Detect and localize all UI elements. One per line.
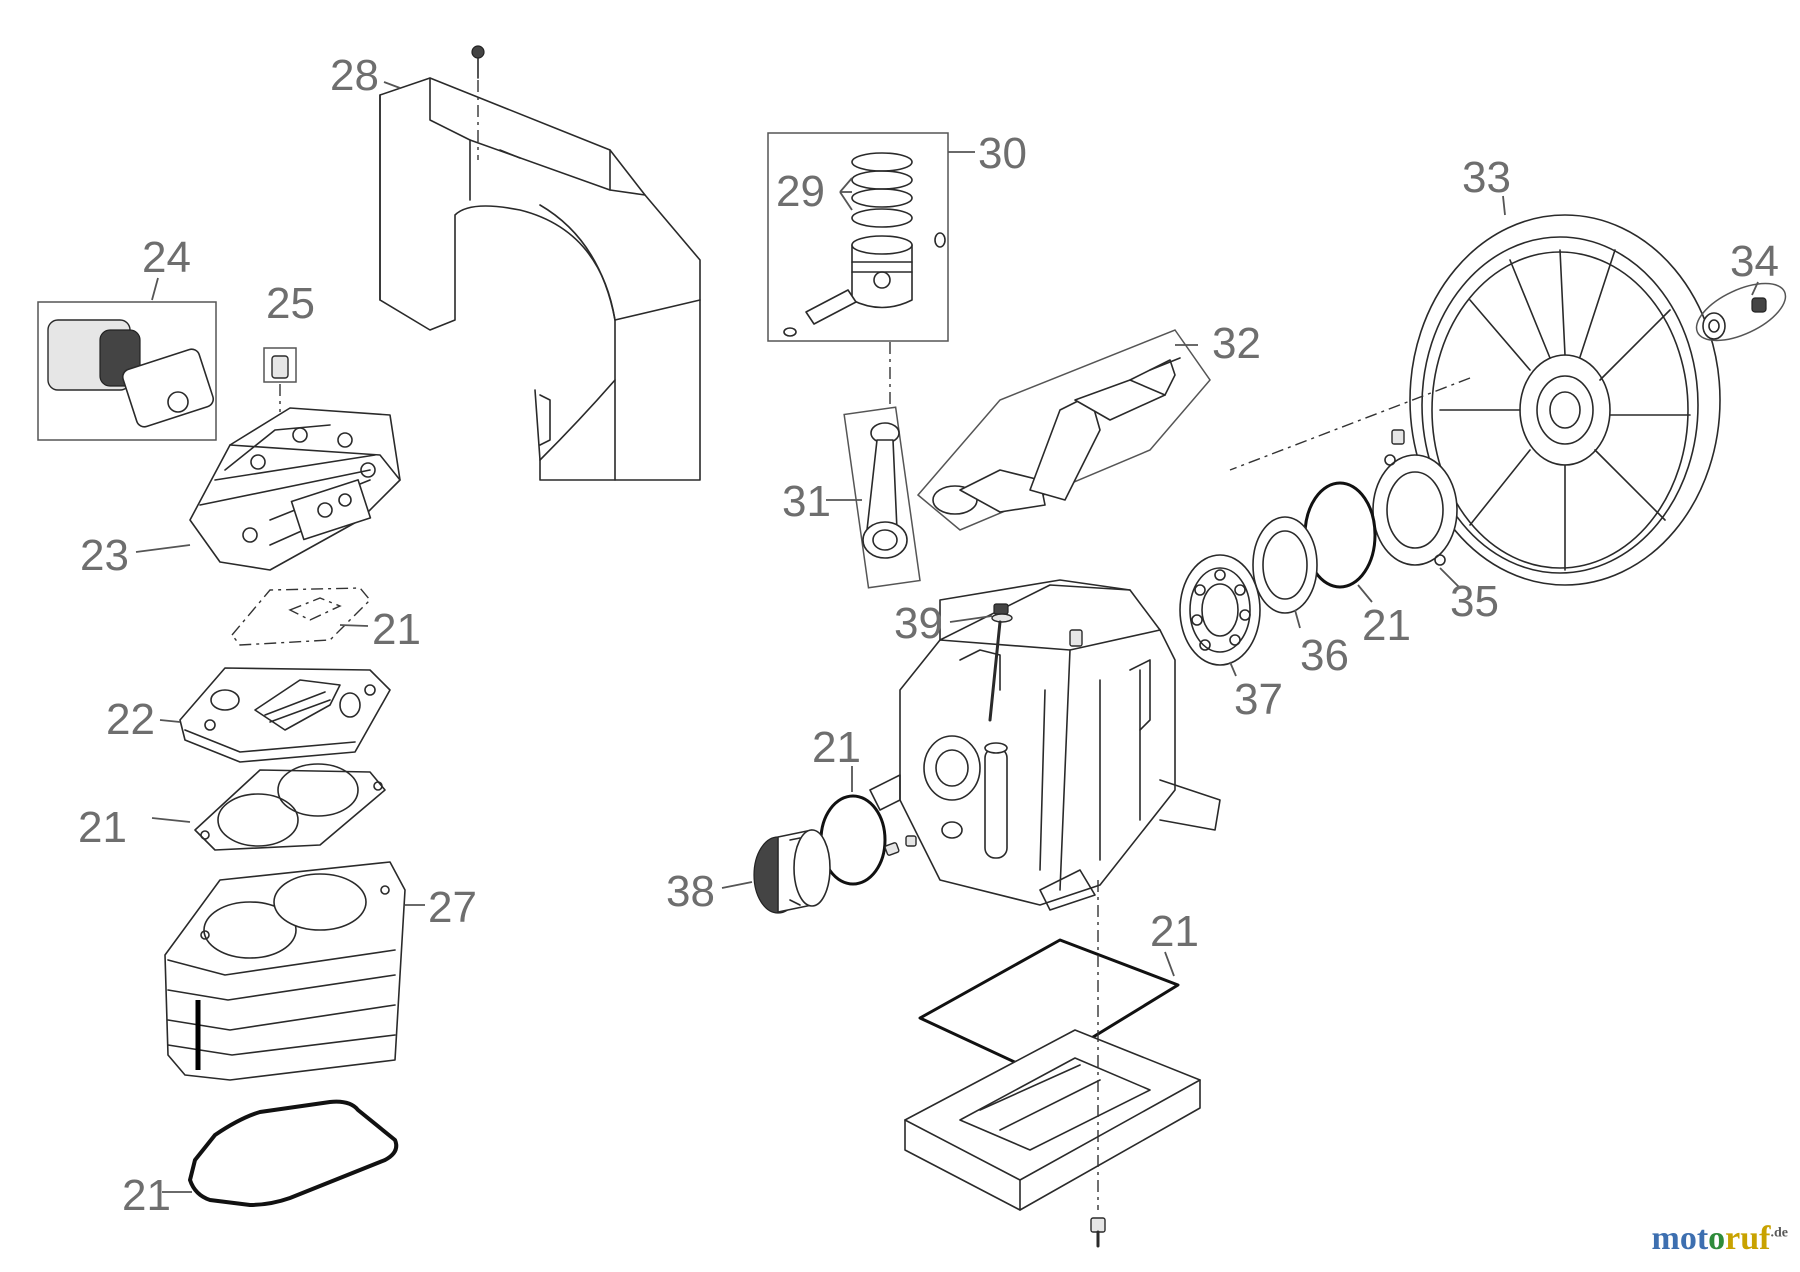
label-39: 39 [894, 599, 943, 648]
gasket-part-21b [194, 763, 386, 851]
drain-bolt [1090, 880, 1106, 1248]
label-22: 22 [106, 695, 155, 744]
crankshaft-part-32 [916, 329, 1211, 531]
piston-assembly-part-30 [767, 132, 949, 342]
label-28: 28 [330, 51, 379, 100]
screw-part-28 [471, 45, 485, 160]
label-33: 33 [1462, 153, 1511, 202]
small-screws [884, 629, 1083, 856]
label-35: 35 [1450, 577, 1499, 626]
label-31: 31 [782, 477, 831, 526]
oil-cap-part-38 [753, 829, 831, 914]
motoruf-watermark: motoruf.de [1651, 1220, 1788, 1257]
washer-bolt-part-34 [1695, 282, 1787, 342]
label-29: 29 [776, 167, 825, 216]
cylinder-head-part-23 [189, 407, 401, 571]
label-21b: 21 [78, 803, 127, 852]
label-21f: 21 [1150, 907, 1199, 956]
label-38: 38 [666, 867, 715, 916]
air-filter-part-24 [37, 301, 217, 441]
label-36: 36 [1300, 631, 1349, 680]
label-21c: 21 [122, 1171, 171, 1220]
label-21e: 21 [812, 723, 861, 772]
valve-plate-part-22 [179, 667, 391, 763]
gasket-part-21c [188, 1099, 399, 1207]
base-cover-plate [904, 1029, 1201, 1211]
crankcase [869, 579, 1221, 911]
label-30: 30 [978, 129, 1027, 178]
bearing-cover-part-35 [1372, 429, 1458, 566]
label-34: 34 [1730, 237, 1779, 286]
seal-part-36 [1252, 516, 1318, 614]
gasket-part-21f [918, 938, 1180, 1074]
label-24: 24 [142, 233, 191, 282]
label-32: 32 [1212, 319, 1261, 368]
belt-guard-part-28 [379, 77, 701, 481]
cylinder-part-27 [164, 861, 406, 1081]
flywheel-part-33 [1409, 214, 1721, 586]
dipstick-part-39 [988, 603, 1013, 722]
label-23: 23 [80, 531, 129, 580]
label-21d: 21 [1362, 601, 1411, 650]
bearing-part-37 [1179, 554, 1261, 666]
label-37: 37 [1234, 675, 1283, 724]
label-27: 27 [428, 883, 477, 932]
label-21a: 21 [372, 605, 421, 654]
gasket-part-21a [231, 587, 371, 646]
connecting-rod-part-31 [843, 406, 921, 589]
valve-plug-part-25 [263, 347, 297, 412]
label-25: 25 [266, 279, 315, 328]
